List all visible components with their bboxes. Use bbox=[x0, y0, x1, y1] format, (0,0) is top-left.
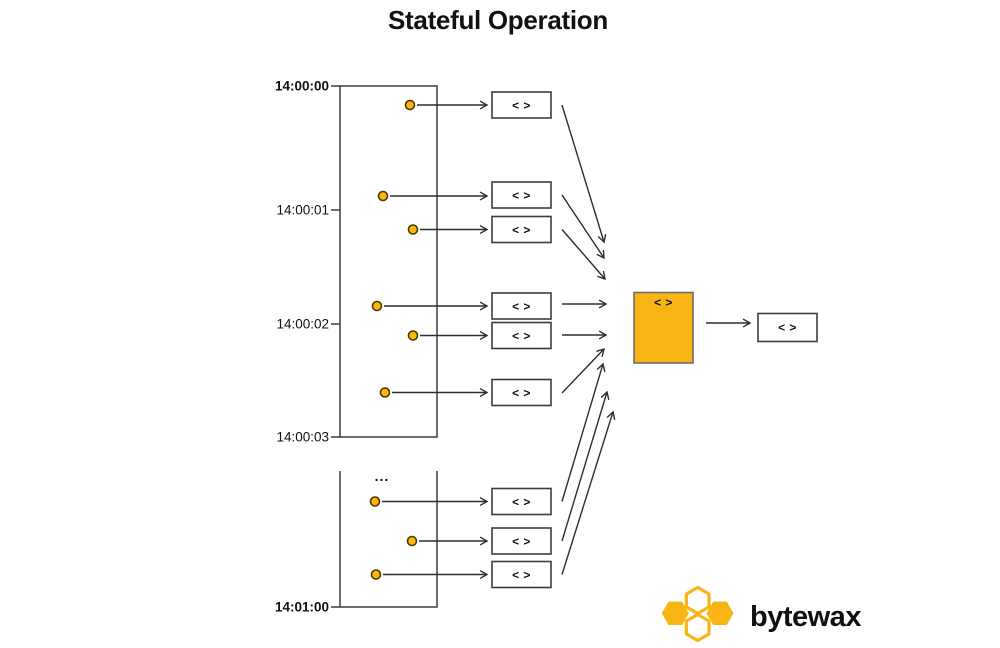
item-box bbox=[491, 91, 552, 119]
output-box bbox=[757, 312, 818, 343]
converge-arrows bbox=[561, 104, 616, 575]
timestamp-label: 14:00:00 bbox=[275, 79, 329, 94]
output-box-label: < > bbox=[778, 321, 797, 335]
item-box bbox=[491, 181, 552, 209]
item-box bbox=[491, 378, 552, 407]
event-dot bbox=[371, 300, 383, 312]
event-dot bbox=[379, 387, 391, 398]
item-box bbox=[491, 527, 552, 555]
item-box bbox=[491, 292, 552, 320]
converge-arrow bbox=[561, 362, 606, 502]
item-box bbox=[491, 560, 552, 589]
item-box-label: < > bbox=[512, 568, 531, 582]
timestamp-label: 14:00:02 bbox=[276, 317, 329, 332]
window-1-box bbox=[339, 85, 438, 438]
logo-hexagon-left bbox=[661, 601, 689, 625]
converge-arrow bbox=[561, 229, 606, 281]
item-box-label: < > bbox=[512, 223, 531, 237]
timestamp-label: 14:00:03 bbox=[276, 430, 329, 445]
logo-hexagon-right bbox=[706, 601, 734, 625]
event-dot bbox=[404, 99, 416, 111]
timestamp-label: 14:01:00 bbox=[275, 600, 329, 615]
item-box-label: < > bbox=[512, 535, 531, 549]
item-box-label: < > bbox=[512, 329, 531, 343]
converge-arrow bbox=[561, 194, 605, 260]
event-arrows bbox=[382, 100, 489, 579]
event-dot bbox=[407, 330, 419, 341]
item-box bbox=[491, 487, 552, 516]
item-box-label: < > bbox=[512, 386, 531, 400]
item-box bbox=[491, 215, 552, 244]
event-dot bbox=[407, 224, 419, 235]
logo-wordmark: bytewax bbox=[750, 601, 861, 633]
event-dot bbox=[406, 535, 418, 547]
logo-hexagon-bottom bbox=[684, 612, 711, 643]
item-box-label: < > bbox=[512, 300, 531, 314]
item-box-label: < > bbox=[512, 495, 531, 509]
stateful-operator-box bbox=[633, 291, 694, 364]
timeline: 14:00:00 14:00:01 14:00:02 14:00:03 14:0… bbox=[275, 79, 438, 615]
converge-arrow bbox=[561, 390, 610, 542]
diagram-title: Stateful Operation bbox=[388, 5, 608, 35]
stateful-operator-label: < > bbox=[654, 296, 673, 310]
window-2-box bbox=[339, 471, 438, 608]
item-box bbox=[491, 321, 552, 350]
converge-arrow bbox=[561, 104, 607, 244]
converge-arrow bbox=[561, 347, 605, 394]
event-dot bbox=[377, 190, 389, 202]
ellipsis-label: ... bbox=[375, 468, 390, 484]
item-boxes: < > < > < > < > < > < > < > < > < > bbox=[491, 91, 552, 589]
converge-arrow bbox=[561, 410, 616, 575]
event-dot bbox=[370, 569, 382, 580]
logo-hexagon-top bbox=[684, 585, 711, 616]
item-box-label: < > bbox=[512, 99, 531, 113]
bytewax-logo: bytewax bbox=[661, 585, 862, 643]
event-dots bbox=[369, 99, 419, 580]
item-box-label: < > bbox=[512, 189, 531, 203]
event-dot bbox=[369, 496, 381, 507]
timestamp-label: 14:00:01 bbox=[276, 203, 329, 218]
